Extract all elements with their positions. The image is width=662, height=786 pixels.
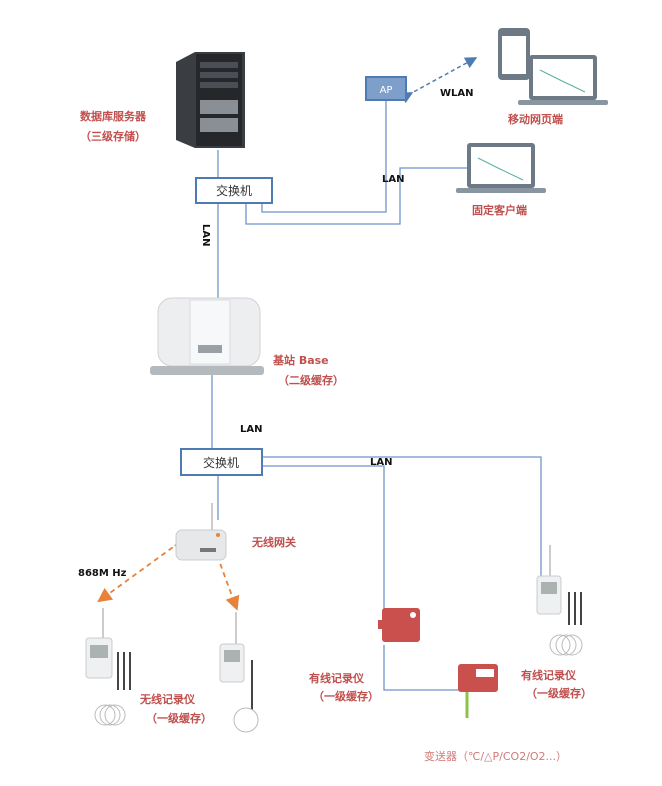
transmitter-icon	[458, 664, 498, 718]
ap-label: AP	[380, 85, 393, 96]
wired-logger-icon	[378, 608, 420, 642]
lan-label-switch2: LAN	[370, 457, 392, 468]
server-icon	[176, 52, 245, 148]
base-station-icon	[150, 297, 264, 375]
switch2-right-logger-link	[262, 456, 542, 580]
wireless-logger-sublabel: （一级缓存）	[146, 711, 212, 725]
lan-label-base: LAN	[240, 424, 262, 435]
ap-box	[365, 76, 407, 101]
switch-bottom-label: 交换机	[203, 455, 239, 470]
wlan-label: WLAN	[440, 88, 474, 99]
wired-logger-transmitter-link	[383, 645, 462, 691]
laptop-icon	[456, 143, 546, 193]
wireless-logger-label: 无线记录仪	[139, 692, 196, 706]
transmitter-label: 变送器（℃/△P/CO2/O2...）	[424, 749, 567, 763]
wlan-link	[399, 57, 478, 104]
lan-label-vertical: LAN	[200, 224, 211, 246]
db-server-label: 数据库服务器	[80, 109, 147, 123]
lan-label-ap: LAN	[382, 174, 404, 185]
switch-top-label: 交换机	[216, 183, 252, 198]
laptop-icon	[518, 55, 608, 105]
wireless-logger-icon	[219, 612, 259, 733]
gateway-icon	[175, 503, 227, 561]
db-server-sublabel: （三级存储）	[80, 129, 146, 143]
fixed-client-label: 固定客户端	[472, 203, 527, 217]
base-label: 基站 Base	[272, 353, 329, 367]
gateway-label: 无线网关	[251, 535, 296, 549]
switch-top-box	[195, 177, 273, 204]
radio-frequency-label: 868M Hz	[78, 568, 127, 579]
base-sublabel: （二级缓存）	[278, 373, 344, 387]
wired-logger-icon	[536, 545, 583, 656]
phone-icon	[498, 28, 530, 80]
wired-logger-mid-label: 有线记录仪	[309, 671, 365, 685]
wired-logger-right-sublabel: （一级缓存）	[526, 686, 592, 700]
radio-link-left	[97, 531, 191, 603]
ap-switch-link	[261, 100, 387, 213]
wired-logger-mid-sublabel: （一级缓存）	[313, 689, 379, 703]
switch2-wired-logger-link	[262, 465, 385, 610]
mobile-web-label: 移动网页端	[508, 112, 563, 126]
wireless-logger-icon	[85, 608, 131, 726]
wired-logger-right-label: 有线记录仪	[521, 668, 577, 682]
client-switch-link	[245, 167, 470, 225]
switch-bottom-box	[180, 448, 263, 476]
